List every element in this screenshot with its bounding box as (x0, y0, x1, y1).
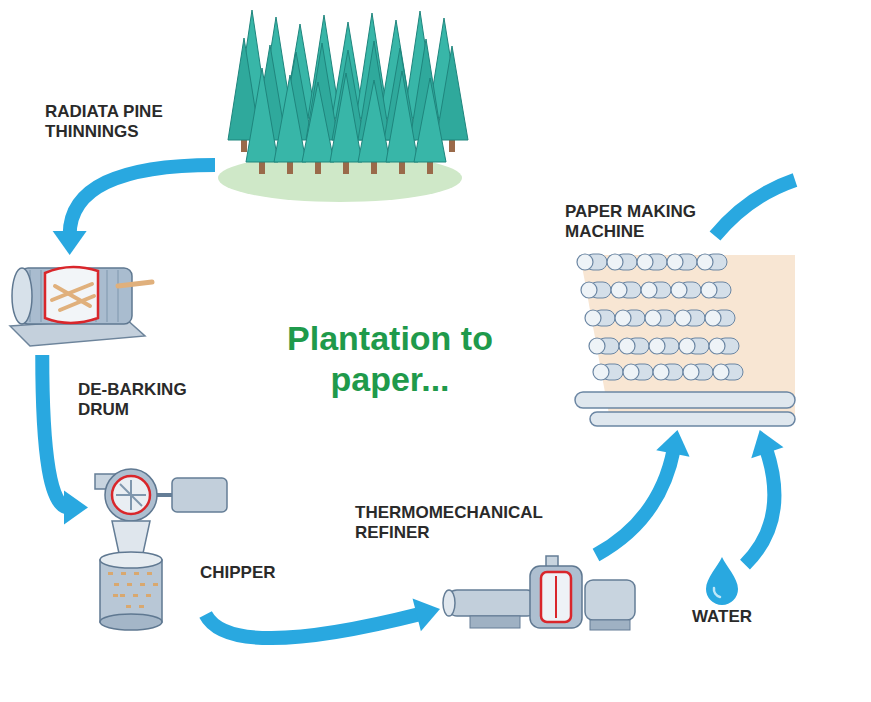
arrow-head (656, 430, 689, 457)
flow-arrow (596, 430, 690, 555)
flow-arrow (745, 430, 784, 565)
step-label: RADIATA PINE THINNINGS (45, 102, 205, 142)
arrow-head (64, 490, 88, 524)
chipper-machine (95, 469, 227, 630)
drum-node: DE-BARKING DRUM (8, 255, 145, 355)
forest-node: RADIATA PINE THINNINGS (215, 5, 460, 200)
arrow-head (53, 231, 87, 255)
refiner-node: THERMOMECHANICAL REFINER (440, 555, 640, 645)
arrow-head (413, 598, 440, 631)
pine-trees (228, 10, 468, 174)
chipper-node: CHIPPER (88, 470, 235, 640)
arrow-shaft (42, 355, 68, 507)
arrow-shaft (596, 450, 674, 555)
step-label: DE-BARKING DRUM (78, 380, 208, 420)
diagram-title: Plantation to paper... (280, 318, 500, 400)
step-label: PAPER MAKING MACHINE (565, 202, 725, 242)
water-drop (706, 557, 738, 605)
water-node: WATER (700, 555, 745, 603)
flow-arrow (53, 165, 215, 255)
step-label: WATER (682, 607, 762, 627)
step-label: CHIPPER (200, 563, 300, 583)
outgoing-arrow (715, 180, 795, 236)
refiner-machine (443, 556, 635, 630)
arrow-shaft (745, 449, 774, 565)
step-label: THERMOMECHANICAL REFINER (355, 503, 575, 543)
arrow-shaft (206, 614, 421, 638)
flow-arrow (206, 598, 440, 638)
paper-machine (575, 254, 795, 426)
paper-machine-node: PAPER MAKING MACHINE (560, 250, 795, 430)
arrow-head (751, 430, 783, 458)
arrow-shaft (70, 165, 215, 235)
debarking-drum (10, 267, 152, 346)
